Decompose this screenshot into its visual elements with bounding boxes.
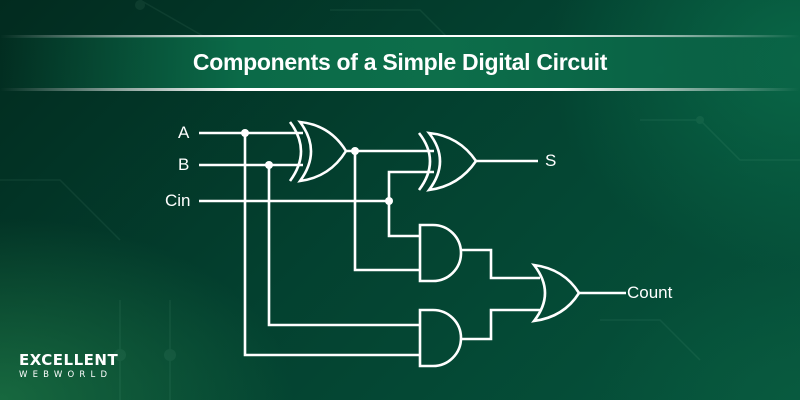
brand-logo: EXCELLENT WEBWORLD [19, 352, 118, 381]
or-gate [531, 263, 581, 323]
logo-line-1: EXCELLENT [19, 351, 119, 369]
and-gate-2 [418, 308, 463, 368]
input-label-b: B [178, 155, 190, 174]
junction-dot-xor1-out [351, 147, 359, 155]
title-top-rule [0, 35, 800, 38]
output-label-carry: Count [627, 283, 673, 302]
wire-and1-to-or [461, 248, 540, 280]
xor-gate-2 [417, 131, 478, 192]
wire-and2-to-or [461, 308, 540, 341]
wire-b-to-and2 [267, 165, 420, 327]
page-title: Components of a Simple Digital Circuit [192, 49, 608, 75]
title-bottom-rule [0, 88, 800, 91]
title-band [0, 37, 800, 88]
wire-cin-to-and1 [387, 201, 420, 238]
output-label-sum: S [545, 151, 557, 170]
xor-gate-1 [288, 120, 348, 183]
junction-dot-b [265, 161, 273, 169]
junction-dot-cin [385, 197, 393, 205]
input-label-cin: Cin [165, 191, 191, 210]
junction-dot-a [241, 129, 249, 137]
wire-xor1-to-and1 [353, 151, 420, 272]
wire-cin-to-xor2 [387, 170, 434, 201]
and-gate-1 [418, 223, 463, 283]
wire-a-to-and2 [243, 133, 420, 357]
input-label-a: A [178, 123, 190, 142]
logo-line-2: WEBWORLD [19, 370, 113, 380]
